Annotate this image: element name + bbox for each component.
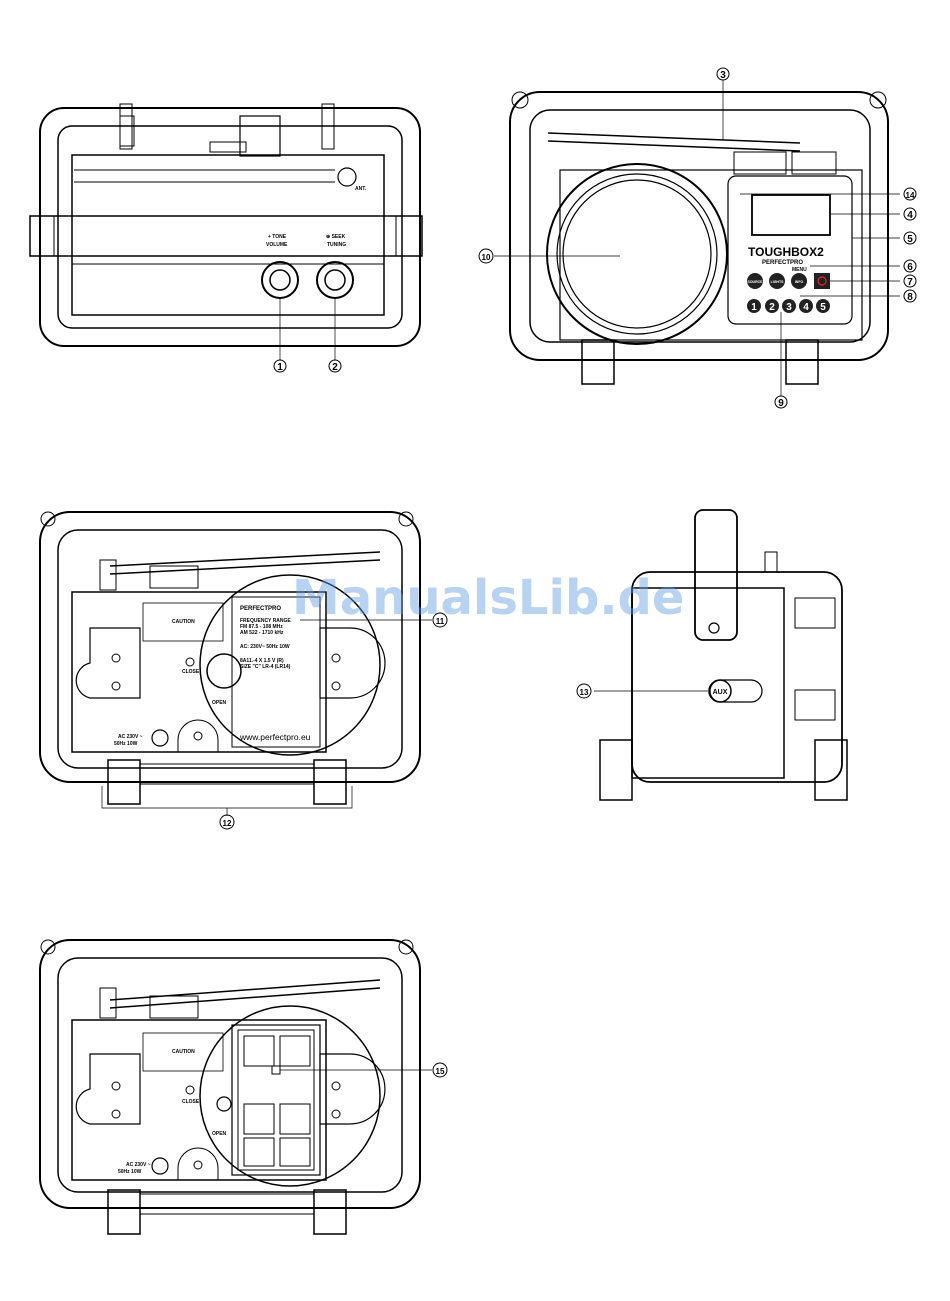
source-button[interactable]: SOURCE	[747, 273, 763, 289]
ac-label: AC 230V ~	[118, 734, 143, 740]
svg-text:1: 1	[277, 362, 283, 373]
svg-text:4: 4	[803, 302, 809, 313]
svg-text:12: 12	[223, 819, 232, 828]
callout-13: 13	[576, 683, 592, 699]
caution-label: CAUTION	[172, 619, 195, 625]
svg-text:2: 2	[769, 302, 775, 313]
preset-button-1[interactable]: 1	[747, 299, 761, 313]
callout-8: 8	[903, 289, 917, 303]
ac-socket[interactable]	[151, 729, 169, 747]
svg-text:8A11.-4 X 1.5 V (R): 8A11.-4 X 1.5 V (R)	[240, 658, 284, 664]
back-view-radio: CAUTION PERFECTPRO FREQUENCY RANGE FM 87…	[39, 511, 448, 830]
open-label: OPEN	[212, 1131, 227, 1137]
callout-11: 11	[432, 612, 448, 628]
svg-text:AC: 230V~ 50Hz 10W: AC: 230V~ 50Hz 10W	[240, 644, 290, 650]
svg-text:FREQUENCY RANGE: FREQUENCY RANGE	[240, 618, 291, 624]
svg-text:14: 14	[906, 191, 915, 200]
tone-label: + TONE	[268, 234, 287, 240]
callout-15: 15	[432, 1062, 448, 1078]
callout-10: 10	[478, 248, 494, 264]
close-label: CLOSE	[182, 1099, 200, 1105]
side-view-radio: AUX 13	[576, 509, 848, 801]
lcd-display	[751, 194, 831, 236]
callout-2: 2	[328, 359, 342, 373]
svg-text:1: 1	[751, 302, 757, 313]
callout-7: 7	[903, 274, 917, 288]
callout-1: 1	[273, 359, 287, 373]
svg-text:8: 8	[907, 292, 913, 303]
close-label: CLOSE	[182, 669, 200, 675]
callout-6: 6	[903, 259, 917, 273]
preset-buttons: 1 2 3 4 5	[747, 299, 830, 313]
callout-4: 4	[903, 207, 917, 221]
preset-button-2[interactable]: 2	[765, 299, 779, 313]
battery-compartment	[231, 1024, 321, 1176]
svg-text:15: 15	[436, 1067, 445, 1076]
tuning-knob[interactable]	[316, 261, 354, 299]
brand-logo: TOUGHBOX2	[748, 245, 824, 259]
open-label: OPEN	[212, 700, 227, 706]
callout-14: 14	[903, 187, 917, 201]
callout-9: 9	[774, 395, 788, 409]
menu-label: MENU	[792, 267, 807, 273]
callout-3: 3	[716, 67, 730, 81]
svg-text:AM 522 - 1710 kHz: AM 522 - 1710 kHz	[240, 630, 284, 636]
preset-button-4[interactable]: 4	[799, 299, 813, 313]
svg-text:10: 10	[482, 253, 491, 262]
caution-label: CAUTION	[172, 1049, 195, 1055]
watermark-text: ManualsLib.de	[292, 570, 684, 626]
svg-text:3: 3	[720, 70, 726, 81]
info-button[interactable]: INFO	[791, 273, 807, 289]
svg-text:2: 2	[332, 362, 338, 373]
battery-cover-knob[interactable]	[206, 653, 242, 689]
aux-input[interactable]: AUX	[708, 679, 763, 703]
website-url: www.perfectpro.eu	[239, 732, 311, 742]
svg-text:11: 11	[436, 617, 445, 626]
power-button[interactable]	[814, 273, 830, 289]
volume-label: VOLUME	[266, 242, 288, 248]
speaker	[546, 163, 728, 345]
preset-button-5[interactable]: 5	[816, 299, 830, 313]
hz-label: 50Hz 10W	[114, 741, 138, 747]
battery-view-radio: CAUTION CLOSE OPEN AC 230V ~ 50Hz 10W 15	[39, 939, 448, 1235]
tuning-label: TUNING	[327, 242, 346, 248]
front-view-radio: TOUGHBOX2 PERFECTPRO MENU SOURCE LIGHTS …	[478, 67, 917, 409]
svg-text:13: 13	[580, 688, 589, 697]
svg-text:SOURCE: SOURCE	[748, 280, 764, 284]
rating-label: PERFECTPRO FREQUENCY RANGE FM 87.5 - 108…	[231, 596, 321, 748]
svg-text:9: 9	[778, 398, 784, 409]
ac-socket[interactable]	[151, 1157, 169, 1175]
callout-5: 5	[903, 231, 917, 245]
svg-text:PERFECTPRO: PERFECTPRO	[240, 606, 281, 612]
svg-text:5: 5	[907, 234, 913, 245]
lights-button[interactable]: LIGHTS	[769, 273, 785, 289]
seek-label: ⊕ SEEK	[326, 234, 346, 240]
aux-label: AUX	[713, 689, 728, 696]
svg-text:4: 4	[907, 210, 913, 221]
svg-text:3: 3	[786, 302, 792, 313]
svg-text:7: 7	[907, 277, 913, 288]
ac-label: AC 230V ~	[126, 1162, 151, 1168]
callout-12: 12	[219, 814, 235, 830]
sub-brand-logo: PERFECTPRO	[762, 260, 803, 266]
ant-label: ANT.	[355, 186, 367, 192]
svg-text:6: 6	[907, 262, 913, 273]
volume-knob[interactable]	[261, 261, 299, 299]
svg-text:SIZE "C" LR-4 (LR14): SIZE "C" LR-4 (LR14)	[240, 664, 291, 670]
svg-text:FM 87.5 - 108 MHz: FM 87.5 - 108 MHz	[240, 624, 283, 630]
svg-text:LIGHTS: LIGHTS	[771, 280, 784, 284]
svg-text:INFO: INFO	[795, 280, 804, 284]
svg-text:5: 5	[820, 302, 826, 313]
top-view-radio: ANT. + TONE VOLUME ⊕ SEEK TUNING 1 2	[29, 103, 423, 373]
hz-label: 50Hz 10W	[118, 1169, 142, 1175]
preset-button-3[interactable]: 3	[782, 299, 796, 313]
